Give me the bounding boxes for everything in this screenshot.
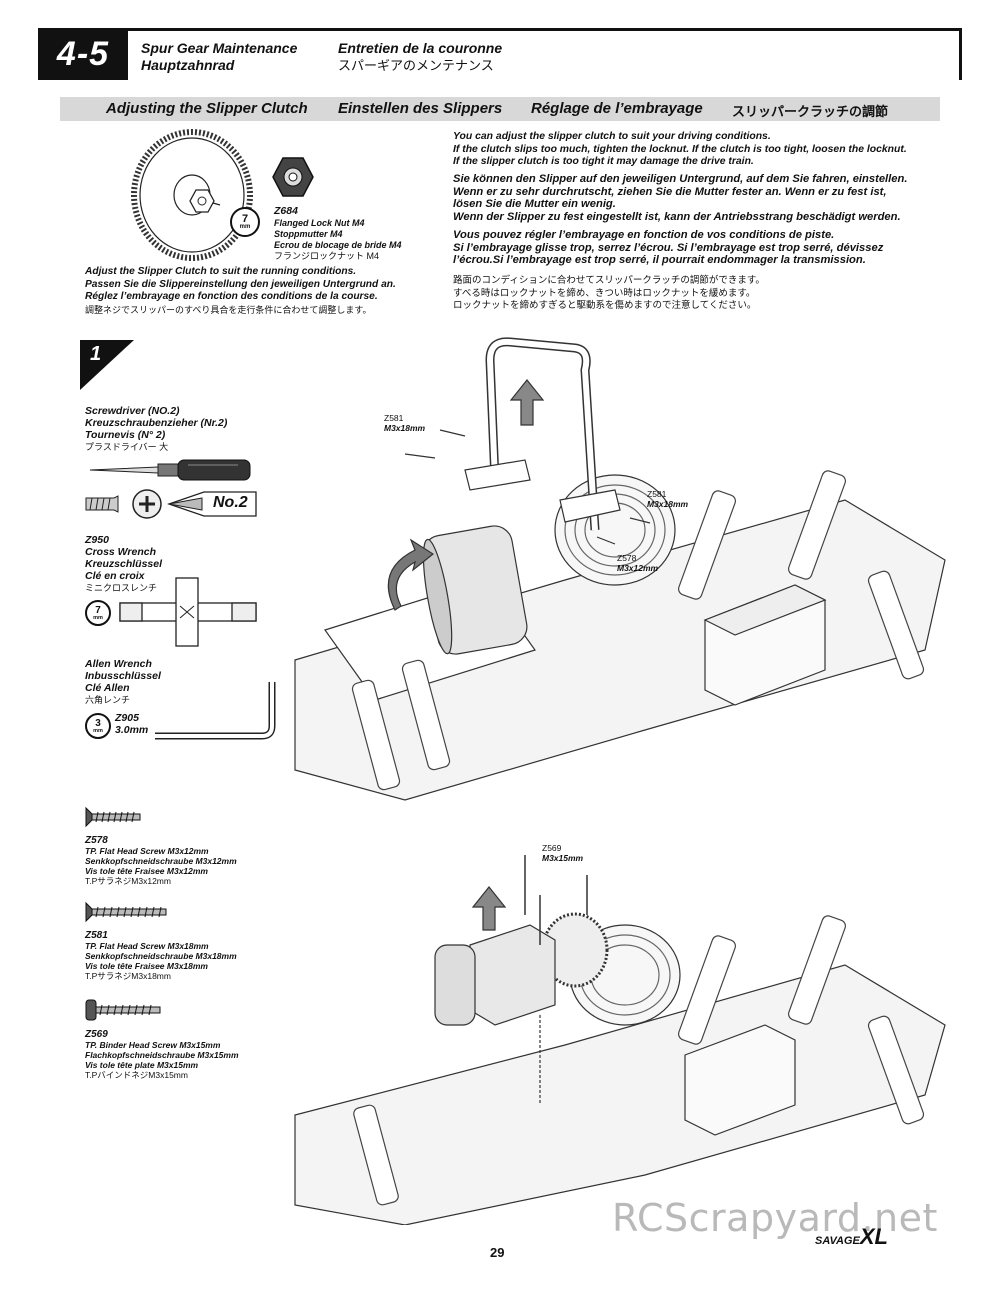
- screwdriver-label: Screwdriver (NO.2)Kreuzschraubenzieher (…: [85, 405, 228, 452]
- subheader-en: Adjusting the Slipper Clutch: [106, 100, 308, 117]
- callout-c-code: Z578: [617, 553, 637, 563]
- callout-a-code: Z581: [384, 413, 404, 423]
- callout-b-size: M3x18mm: [647, 499, 689, 509]
- flanged-lock-nut-icon: [272, 157, 314, 197]
- lock-nut-small-icon: [189, 189, 215, 213]
- screw-z578-icon: [85, 806, 141, 828]
- adjust-caption: Adjust the Slipper Clutch to suit the ru…: [85, 266, 396, 315]
- callout-d-size: M3x15mm: [542, 853, 584, 863]
- subheader-bar: Adjusting the Slipper Clutch Einstellen …: [60, 97, 940, 121]
- callout-d-code: Z569: [542, 843, 562, 853]
- intro-fr: Vous pouvez régler l’embrayage en foncti…: [453, 229, 884, 267]
- section-title-fr: Entretien de la couronne: [338, 40, 503, 56]
- screw-z569-icon: [85, 999, 161, 1021]
- section-title-de: Hauptzahnrad: [141, 57, 235, 73]
- subheader-jp: スリッパークラッチの調節: [732, 104, 889, 119]
- screw-tip-icons: [85, 489, 257, 519]
- section-title-jp: スパーギアのメンテナンス: [338, 58, 494, 73]
- intro-jp: 路面のコンディションに合わせてスリッパークラッチの調節ができます。すべる時はロッ…: [453, 275, 765, 312]
- screwdriver-icon: [89, 459, 251, 481]
- cross-wrench-size: 7 mm: [85, 600, 111, 626]
- chassis-diagram-bottom: [294, 855, 946, 1225]
- page-number: 29: [490, 1245, 505, 1260]
- savage-xl-logo: SAVAGEXL: [815, 1224, 888, 1249]
- chassis-diagram-top: [294, 337, 946, 801]
- watermark: RCScrapyard.net: [612, 1196, 938, 1240]
- callout-c-size: M3x12mm: [617, 563, 659, 573]
- header-rule-right: [959, 28, 962, 80]
- section-title-en: Spur Gear Maintenance: [141, 40, 298, 56]
- intro-en: You can adjust the slipper clutch to sui…: [453, 131, 907, 168]
- subheader-de: Einstellen des Slippers: [338, 100, 503, 117]
- nut-code: Z684: [274, 205, 298, 217]
- screwdriver-tag: No.2: [213, 494, 248, 511]
- screw-z581-icon: [85, 901, 167, 923]
- allen-size-value: 3.0mm: [115, 724, 149, 736]
- allen-code: Z905: [115, 712, 139, 724]
- subheader-fr: Réglage de l’embrayage: [531, 100, 703, 117]
- step-marker: [80, 340, 134, 390]
- step-number: 1: [90, 343, 102, 365]
- cross-wrench-icon: [119, 577, 257, 647]
- intro-de: Sie können den Slipper auf den jeweilige…: [453, 173, 908, 223]
- callout-a-size: M3x18mm: [384, 423, 426, 433]
- allen-wrench-icon: [155, 682, 276, 740]
- section-number: 4-5: [38, 28, 128, 80]
- callout-b-code: Z581: [647, 489, 667, 499]
- wrench-size-badge: 7 mm: [230, 207, 260, 237]
- header-rule: [38, 28, 962, 31]
- spur-gear-illustration: [131, 129, 253, 261]
- allen-size-badge: 3 mm: [85, 713, 111, 739]
